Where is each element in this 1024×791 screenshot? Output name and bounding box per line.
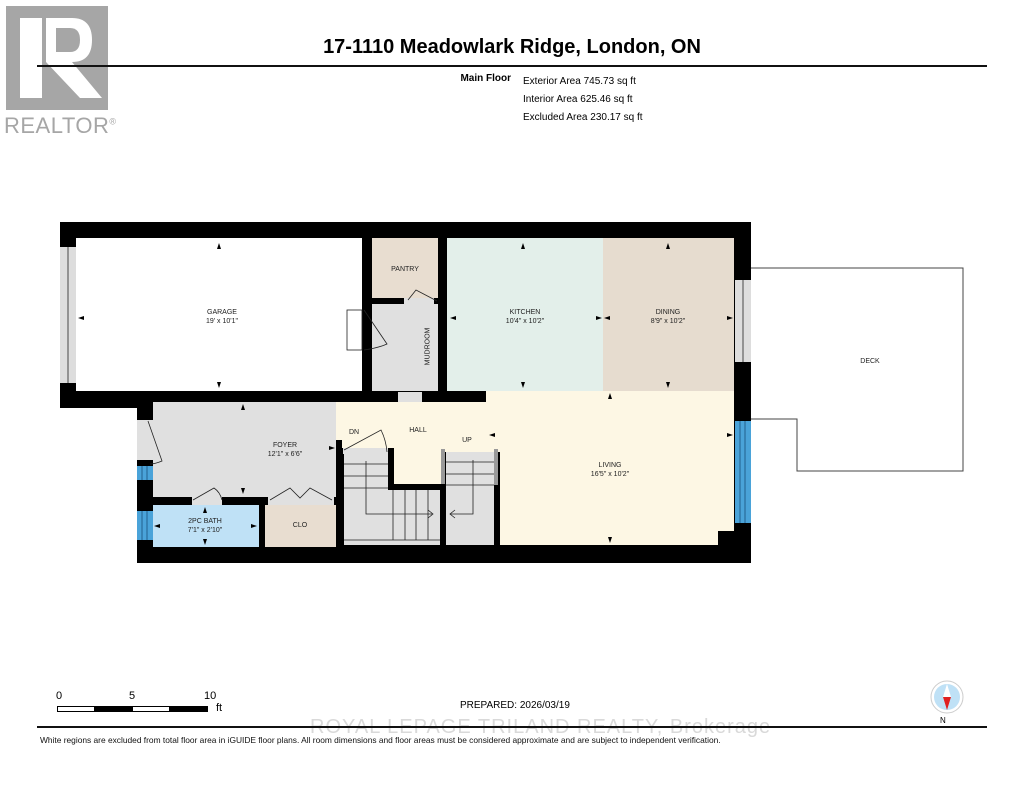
living-window [735, 421, 751, 523]
foyer-floor [153, 402, 336, 497]
area-summary: Exterior Area 745.73 sq ft Interior Area… [523, 73, 643, 127]
prepared-date: PREPARED: 2026/03/19 [460, 700, 570, 711]
dining-floor [603, 238, 734, 391]
mudroom-label: MUDROOM [424, 327, 432, 366]
exterior-area: Exterior Area 745.73 sq ft [523, 76, 636, 87]
footer-divider [37, 726, 987, 728]
stair-up [446, 452, 494, 545]
mudroom-floor [372, 304, 438, 396]
property-title: 17-1110 Meadowlark Ridge, London, ON [323, 36, 701, 58]
interior-area: Interior Area 625.46 sq ft [523, 94, 633, 105]
disclaimer-text: White regions are excluded from total fl… [40, 735, 721, 745]
excluded-area: Excluded Area 230.17 sq ft [523, 112, 643, 123]
north-compass-icon [930, 680, 964, 714]
compass-north-label: N [940, 716, 946, 725]
closet-floor [265, 505, 336, 547]
closet-label: CLO [292, 522, 308, 529]
stair-down-label: DN [348, 429, 360, 436]
floor-label: Main Floor [460, 73, 511, 84]
foyer-window [137, 466, 153, 480]
pantry-floor [372, 238, 438, 298]
realtor-logo-icon [6, 6, 108, 110]
hall-label: HALL [409, 427, 427, 434]
deck-outline [750, 267, 964, 472]
stair-up-label: UP [462, 437, 472, 444]
bath-window [137, 511, 153, 540]
kitchen-floor [447, 238, 603, 391]
hall-living-floor [336, 391, 734, 545]
deck-label: DECK [860, 358, 880, 365]
garage-floor [76, 238, 362, 391]
title-divider [37, 65, 987, 67]
realtor-wordmark: REALTOR® [4, 113, 117, 138]
pantry-label: PANTRY [391, 266, 419, 273]
